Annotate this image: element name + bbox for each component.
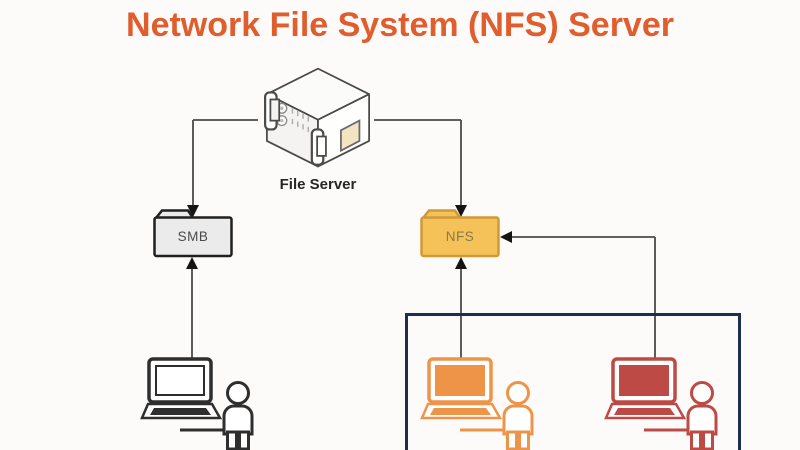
person-icon bbox=[502, 381, 534, 450]
nfs-client-1-icon bbox=[420, 357, 534, 450]
page-title: Network File System (NFS) Server bbox=[126, 6, 674, 44]
nfs-folder-icon bbox=[420, 209, 500, 258]
laptop-icon bbox=[604, 357, 687, 420]
nfs-client-2-icon bbox=[604, 357, 718, 450]
smb-client-icon bbox=[140, 357, 254, 450]
file-server-label: File Server bbox=[279, 176, 357, 193]
smb-folder-icon bbox=[153, 209, 233, 258]
arrowheads bbox=[186, 205, 512, 269]
server-flap-detail bbox=[340, 119, 361, 153]
laptop-icon bbox=[140, 357, 223, 420]
person-icon bbox=[222, 381, 254, 450]
nfs-clients-group-box bbox=[405, 313, 741, 450]
laptop-icon bbox=[420, 357, 503, 420]
person-icon bbox=[686, 381, 718, 450]
smb-folder-label: SMB bbox=[177, 229, 209, 244]
file-server-icon bbox=[264, 67, 370, 168]
nfs-folder-label: NFS bbox=[445, 229, 475, 244]
mount-brackets bbox=[264, 91, 327, 166]
